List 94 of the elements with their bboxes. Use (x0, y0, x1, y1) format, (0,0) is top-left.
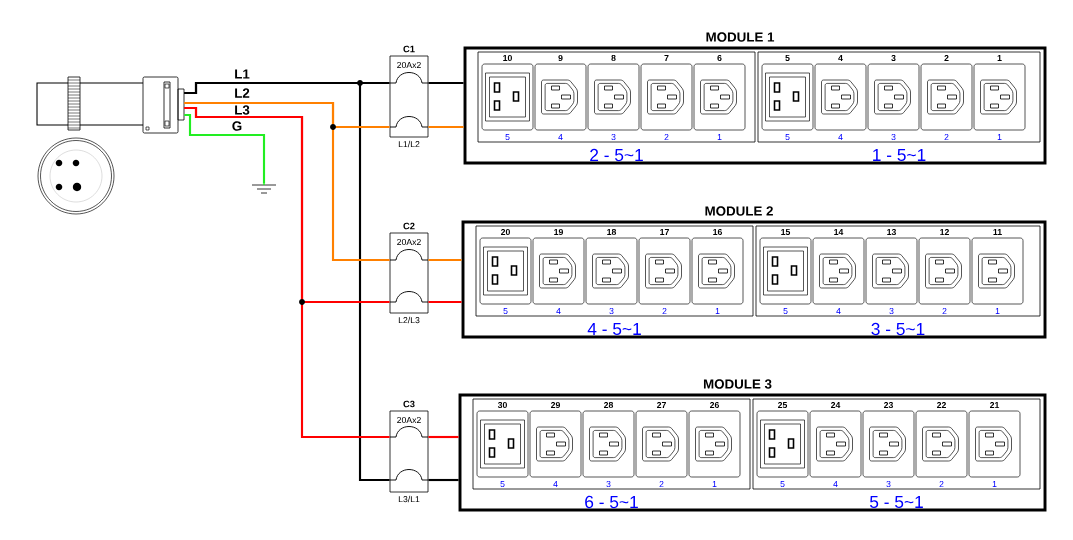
outlet-number: 19 (554, 228, 563, 236)
ground-symbol (251, 183, 277, 194)
socket-number: 3 (889, 307, 894, 315)
phase-label: L3/L1 (398, 495, 420, 503)
wire-label: L1 (233, 68, 251, 80)
breaker-name: C1 (403, 45, 415, 53)
wire (184, 106, 390, 439)
socket-number: 2 (664, 134, 669, 141)
socket-number: 5 (500, 481, 505, 488)
strip-label: 2 - 5~1 (590, 148, 643, 162)
outlet-number: 23 (884, 401, 893, 409)
outlet-number: 3 (891, 54, 896, 62)
socket-number: 2 (944, 134, 949, 141)
socket-number: 1 (715, 308, 720, 314)
socket-number: 3 (609, 307, 614, 315)
socket-number: 1 (712, 481, 717, 487)
wire-label: L2 (233, 87, 251, 99)
breaker-rating: 20Ax2 (397, 61, 421, 69)
socket-number: 5 (780, 481, 785, 488)
socket-number: 3 (611, 133, 616, 141)
outlet-number: 20 (501, 228, 510, 236)
breaker-rating: 20Ax2 (397, 416, 421, 424)
socket-number: 4 (833, 481, 838, 487)
outlet-number: 10 (503, 54, 512, 62)
module-title: MODULE 3 (703, 379, 772, 389)
wire (184, 113, 266, 184)
outlet-number: 21 (990, 402, 1000, 409)
socket-number: 1 (997, 134, 1002, 140)
socket-number: 5 (503, 308, 508, 315)
socket-number: 5 (785, 134, 790, 141)
outlet-number: 18 (607, 228, 617, 236)
socket-number: 1 (717, 134, 722, 140)
phase-label: L1/L2 (398, 140, 420, 148)
module-title: MODULE 2 (705, 206, 773, 216)
outlet-number: 7 (664, 55, 669, 61)
socket-number: 2 (939, 481, 944, 488)
strip-label: 1 - 5~1 (873, 148, 926, 162)
socket-number: 4 (558, 134, 563, 140)
socket-number: 4 (836, 308, 841, 314)
wire (184, 81, 390, 482)
outlet-number: 11 (993, 229, 1002, 235)
outlet-number: 9 (558, 54, 563, 62)
outlet-number: 30 (497, 401, 507, 409)
phase-label: L2/L3 (398, 316, 420, 324)
connector-plug-drawing (36, 76, 185, 134)
outlet-number: 4 (838, 55, 843, 61)
outlet-number: 8 (611, 54, 616, 62)
module-title: MODULE 1 (706, 32, 775, 42)
socket-number: 4 (553, 481, 558, 487)
outlet-number: 28 (604, 401, 614, 409)
outlet-number: 26 (710, 401, 719, 409)
outlet-number: 24 (831, 402, 841, 409)
wire (428, 81, 464, 85)
wire (428, 435, 459, 439)
outlet-number: 6 (717, 54, 722, 62)
socket-number: 2 (659, 481, 664, 488)
socket-number: 5 (505, 134, 510, 141)
wire (184, 101, 390, 262)
outlet-number: 14 (834, 229, 844, 235)
wire (428, 478, 459, 482)
socket-number: 4 (838, 134, 843, 140)
socket-number: 3 (606, 480, 611, 488)
outlet-number: 1 (997, 55, 1002, 61)
wire (428, 125, 464, 129)
outlet-number: 22 (937, 402, 946, 409)
outlet-number: 12 (940, 229, 949, 236)
outlet-number: 17 (660, 229, 669, 235)
outlet-number: 15 (781, 229, 791, 236)
outlet-number: 13 (887, 228, 896, 236)
outlet-number: 25 (778, 401, 788, 409)
wire (428, 300, 462, 304)
wire (428, 258, 462, 262)
outlet-number: 27 (657, 402, 666, 409)
outlet-number: 5 (785, 55, 790, 62)
strip-label: 5 - 5~1 (870, 495, 923, 509)
wire-label: G (231, 120, 243, 132)
socket-number: 2 (662, 308, 667, 315)
socket-number: 2 (942, 308, 947, 315)
breaker-rating: 20Ax2 (397, 238, 421, 246)
wire-label: L3 (233, 104, 251, 116)
socket-number: 5 (783, 308, 788, 315)
breaker-name: C2 (403, 222, 415, 230)
socket-number: 4 (556, 308, 561, 314)
strip-label: 6 - 5~1 (585, 495, 638, 509)
socket-number: 1 (995, 308, 1000, 314)
strip-label: 4 - 5~1 (587, 322, 641, 336)
socket-number: 1 (992, 481, 997, 487)
breaker-name: C3 (403, 400, 415, 408)
outlet-number: 16 (713, 228, 722, 236)
socket-number: 3 (891, 133, 896, 141)
outlet-number: 29 (551, 401, 560, 409)
outlet-number: 2 (944, 55, 949, 62)
socket-number: 3 (886, 480, 891, 488)
strip-label: 3 - 5~1 (871, 322, 925, 336)
